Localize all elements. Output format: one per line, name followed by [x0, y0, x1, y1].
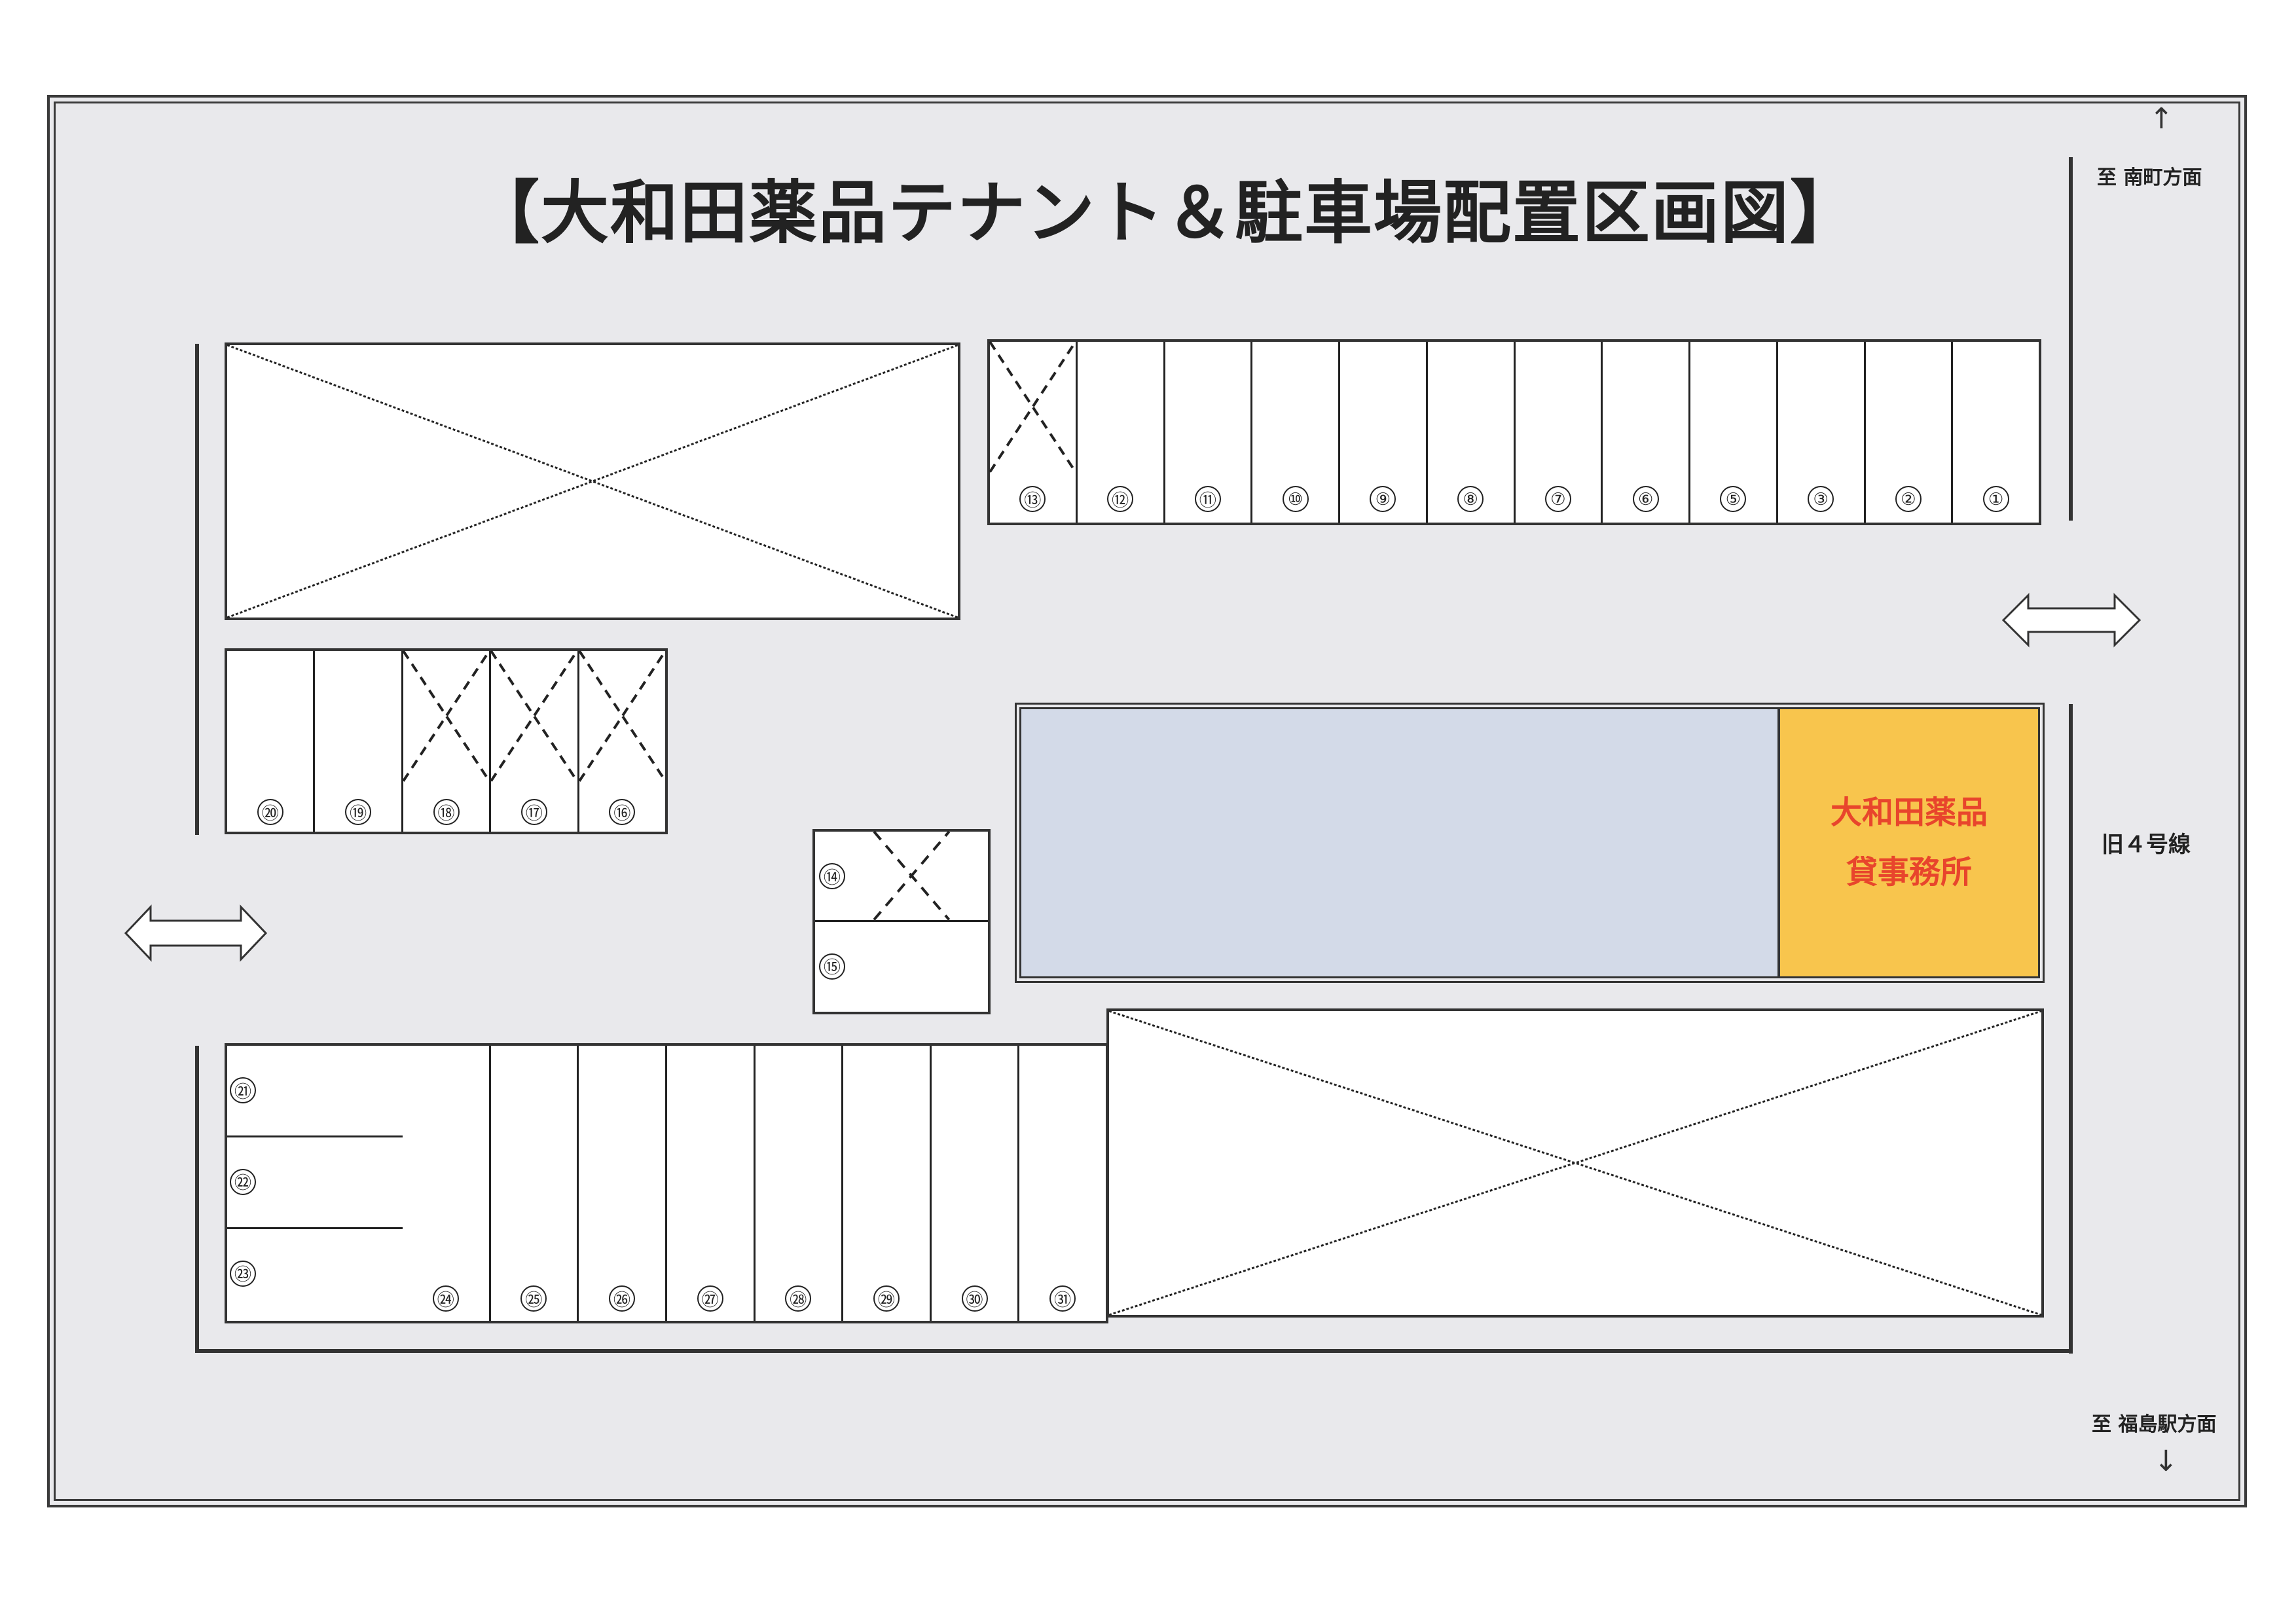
- space-number: ㉛: [1049, 1285, 1076, 1312]
- parking-space[interactable]: ⑩: [1250, 342, 1338, 523]
- cross-mark-icon: [579, 651, 665, 781]
- parking-space[interactable]: ㉗: [665, 1046, 754, 1321]
- space-number: ③: [1808, 486, 1834, 512]
- space-number: ㉕: [520, 1285, 547, 1312]
- right-upper-boundary-line: [2069, 157, 2073, 521]
- space-number: ㉑: [230, 1077, 256, 1103]
- parking-space[interactable]: ㉙: [841, 1046, 930, 1321]
- space-number: ⑪: [1194, 486, 1221, 512]
- building-bottom-right-unavailable: [1106, 1008, 2044, 1318]
- space-number: ⑬: [1019, 486, 1046, 512]
- direction-south-label: 至 福島駅方面: [2092, 1413, 2217, 1436]
- direction-north-label: 至 南町方面: [2097, 166, 2202, 189]
- space-number: ⑮: [819, 953, 845, 980]
- parking-space[interactable]: ⑥: [1601, 342, 1688, 523]
- space-number: ㉙: [873, 1285, 900, 1312]
- space-number: ⑧: [1457, 486, 1484, 512]
- map-frame-inner-border: [54, 101, 2240, 1501]
- parking-space[interactable]: ③: [1776, 342, 1864, 523]
- parking-space[interactable]: ㉕: [488, 1046, 577, 1321]
- space-number: ㉒: [230, 1168, 256, 1195]
- space-number: ㉚: [961, 1285, 988, 1312]
- parking-space[interactable]: ㉖: [577, 1046, 665, 1321]
- parking-space[interactable]: ⑰: [489, 651, 577, 832]
- parking-space[interactable]: ⑧: [1425, 342, 1514, 523]
- cross-mark-icon: [1108, 1010, 2042, 1316]
- parking-space[interactable]: ㉘: [753, 1046, 842, 1321]
- space-number: ⑯: [609, 799, 636, 825]
- space-number: ⑳: [257, 799, 283, 825]
- space-number: ①: [1982, 486, 2009, 512]
- tenant-building-inner-border: [1019, 707, 2040, 978]
- parking-space-14[interactable]: ⑭: [815, 832, 988, 922]
- parking-row-top: ⑬ ⑫ ⑪ ⑩ ⑨ ⑧ ⑦ ⑥ ⑤ ③ ② ①: [987, 339, 2041, 525]
- space-number: ⑩: [1282, 486, 1309, 512]
- arrow-down-icon: ↓: [2154, 1445, 2178, 1478]
- parking-space[interactable]: ⑦: [1513, 342, 1601, 523]
- parking-space[interactable]: ⑱: [401, 651, 489, 832]
- entrance-left-double-arrow-icon[interactable]: [124, 904, 268, 963]
- office-name: 大和田薬品: [1830, 794, 1988, 831]
- cross-mark-icon: [990, 342, 1076, 472]
- space-number: ㉗: [697, 1285, 723, 1312]
- space-number: ⑨: [1370, 486, 1396, 512]
- office-status: 貸事務所: [1846, 854, 1972, 891]
- entrance-right-double-arrow-icon[interactable]: [2002, 593, 2142, 648]
- parking-space[interactable]: ⑨: [1338, 342, 1426, 523]
- left-boundary-line: [195, 344, 199, 835]
- space-number: ⑥: [1632, 486, 1659, 512]
- parking-space[interactable]: ㉓: [227, 1229, 403, 1321]
- space-number: ②: [1895, 486, 1922, 512]
- road-name-label: 旧４号線: [2102, 832, 2191, 858]
- parking-space[interactable]: ㉔: [403, 1046, 489, 1321]
- space-number: ⑰: [520, 799, 547, 825]
- parking-pair-middle: ⑭ ⑮: [812, 829, 991, 1014]
- parking-space[interactable]: ⑯: [577, 651, 665, 832]
- parking-space[interactable]: ㉚: [929, 1046, 1018, 1321]
- building-top-left-unavailable: [225, 342, 960, 620]
- parking-space[interactable]: ①: [1951, 342, 2039, 523]
- parking-space[interactable]: ⑲: [313, 651, 401, 832]
- space-number: ⑫: [1107, 486, 1134, 512]
- space-number: ㉓: [230, 1260, 256, 1287]
- parking-space[interactable]: ⑤: [1688, 342, 1776, 523]
- parking-row-left: ⑳ ⑲ ⑱ ⑰ ⑯: [225, 648, 668, 834]
- space-number: ⑦: [1544, 486, 1571, 512]
- cross-mark-icon: [874, 832, 988, 920]
- space-number: ㉔: [432, 1285, 459, 1312]
- right-lower-boundary-line: [2069, 704, 2073, 1354]
- space-number: ⑤: [1720, 486, 1747, 512]
- space-number: ⑭: [819, 863, 845, 889]
- office-for-rent[interactable]: 大和田薬品 貸事務所: [1780, 709, 2038, 976]
- parking-space[interactable]: ㉑: [227, 1046, 403, 1137]
- tenant-area-blue[interactable]: [1021, 709, 1777, 976]
- tenant-divider: [1777, 709, 1780, 976]
- left-lower-boundary-line: [195, 1046, 199, 1352]
- cross-mark-icon: [227, 344, 958, 619]
- parking-space[interactable]: ⑬: [990, 342, 1076, 523]
- space-number: ㉘: [785, 1285, 812, 1312]
- tenant-building: 大和田薬品 貸事務所: [1015, 703, 2045, 983]
- parking-space[interactable]: ⑳: [227, 651, 314, 832]
- parking-space[interactable]: ⑪: [1163, 342, 1251, 523]
- parking-space[interactable]: ②: [1863, 342, 1952, 523]
- parking-space[interactable]: ㉛: [1017, 1046, 1106, 1321]
- space-number: ㉖: [609, 1285, 636, 1312]
- parking-space[interactable]: ⑫: [1075, 342, 1163, 523]
- cross-mark-icon: [491, 651, 577, 781]
- space-number: ⑱: [433, 799, 460, 825]
- parking-space-15[interactable]: ⑮: [815, 922, 988, 1012]
- cross-mark-icon: [403, 651, 489, 781]
- space-number: ⑲: [345, 799, 372, 825]
- bottom-boundary-line: [195, 1349, 2073, 1353]
- page-title: 【大和田薬品テナント＆駐車場配置区画図】: [471, 173, 1860, 253]
- arrow-up-icon: ↑: [2149, 102, 2174, 136]
- parking-space[interactable]: ㉒: [227, 1137, 403, 1229]
